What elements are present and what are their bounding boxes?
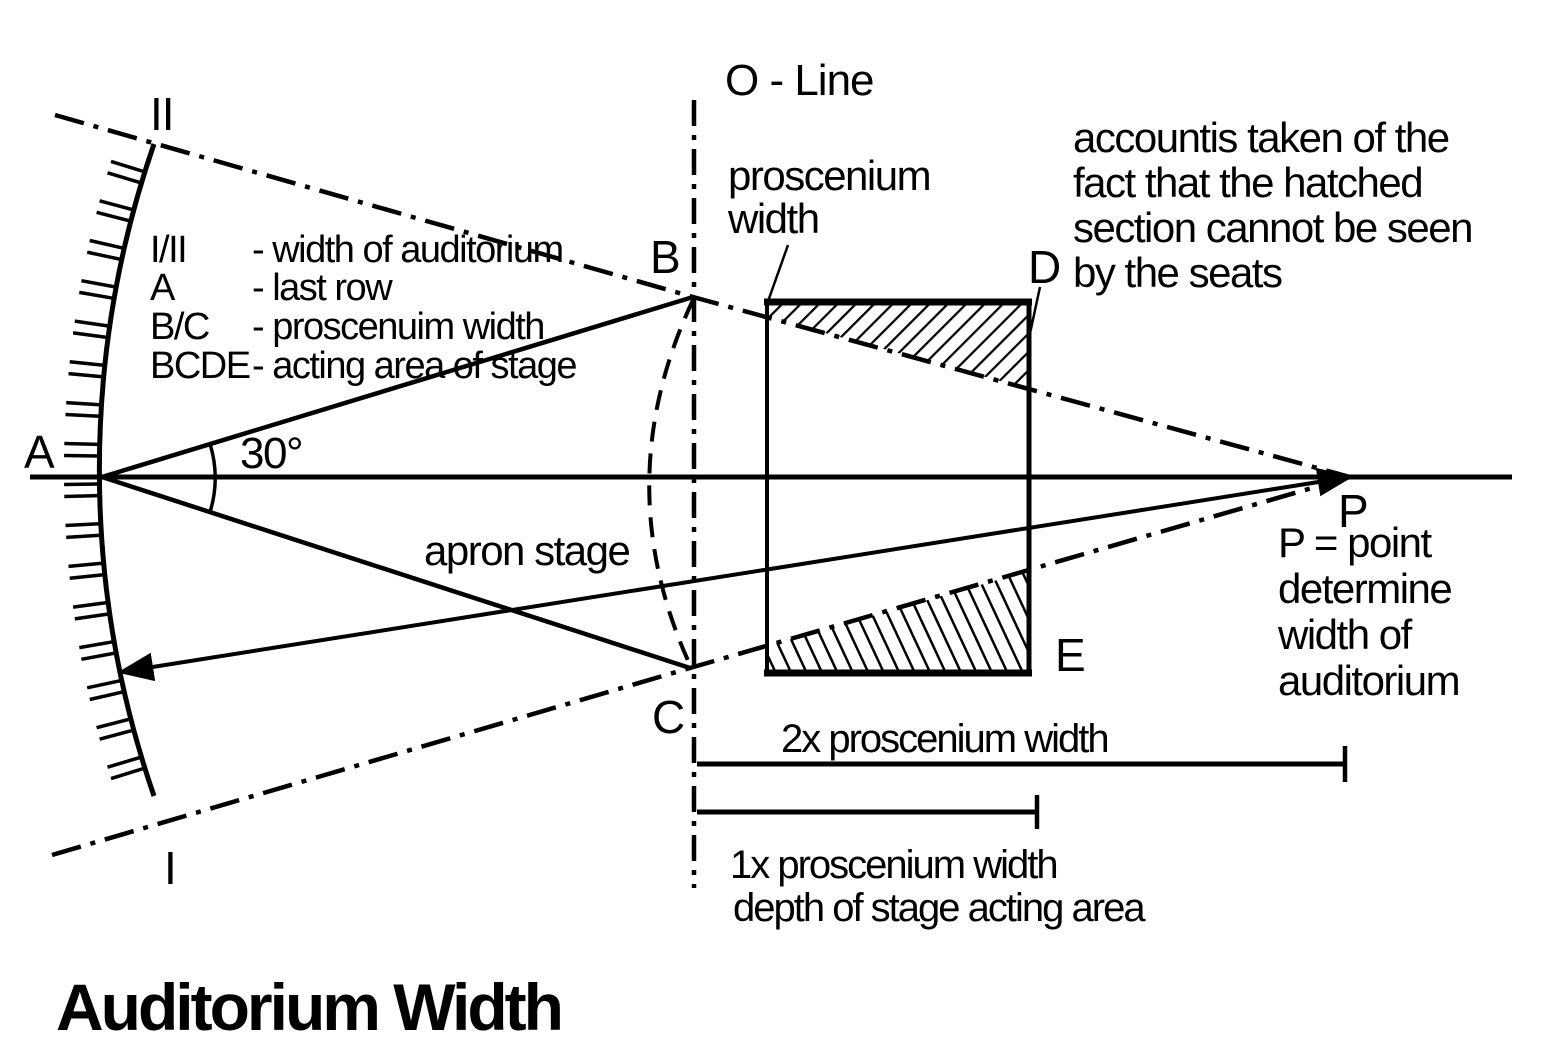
dim-1x-label-line1: 1x proscenium width xyxy=(730,843,1057,887)
legend-desc-2: - last row xyxy=(252,267,393,309)
seat-row-tick xyxy=(68,561,103,569)
seat-row-tick xyxy=(106,171,141,185)
seat-row-tick xyxy=(81,278,116,289)
seat-row-tick xyxy=(64,482,99,487)
seat-row-tick xyxy=(68,371,103,379)
seat-row-tick xyxy=(72,600,108,609)
hatched-unseen-area-top xyxy=(767,305,1029,389)
seat-row-tick xyxy=(89,238,124,250)
seat-row-tick xyxy=(96,210,130,223)
legend-desc-3: - proscenuim width xyxy=(252,306,544,348)
seat-row-tick xyxy=(86,250,121,262)
construction-line-i-c-p xyxy=(51,474,1351,858)
p-note-line4: auditorium xyxy=(1278,657,1459,704)
seat-row-tick xyxy=(99,199,133,212)
seat-row-tick xyxy=(64,493,99,499)
width-determination-arrow xyxy=(117,467,1354,682)
proscenium-width-leader-line xyxy=(764,244,790,308)
last-row-arc xyxy=(96,143,157,797)
hatched-unseen-area-bottom xyxy=(767,571,1029,670)
point-label-i: I xyxy=(164,842,176,894)
proscenium-width-label-line1: proscenium xyxy=(728,152,930,199)
hatch-note-line4: by the seats xyxy=(1073,249,1282,296)
seat-row-tick xyxy=(74,319,109,328)
angle-label-30deg: 30° xyxy=(240,429,302,478)
legend-key-4: BCDE xyxy=(150,345,250,387)
seat-row-tick xyxy=(110,766,145,781)
o-line-label: O - Line xyxy=(725,56,874,105)
seat-row-tick xyxy=(79,290,114,300)
hatch-note-line2: fact that the hatched xyxy=(1073,159,1422,206)
p-note-line3: width of xyxy=(1277,611,1413,658)
seat-row-tick xyxy=(86,678,121,690)
point-label-b: B xyxy=(650,231,680,283)
legend-desc-4: - acting area of stage xyxy=(252,345,576,387)
point-label-e: E xyxy=(1055,629,1085,681)
point-label-d: D xyxy=(1028,241,1060,293)
dim-1x-label-line2: depth of stage acting area xyxy=(733,886,1146,930)
apron-stage-curve xyxy=(647,299,695,666)
diagram-title: Auditorium Width xyxy=(56,970,561,1044)
d-leader-line xyxy=(1027,286,1042,339)
seat-row-tick xyxy=(66,400,101,407)
seat-row-tick xyxy=(69,360,104,368)
seat-row-tick xyxy=(66,533,101,540)
angle-arc-30deg xyxy=(208,443,217,513)
proscenium-width-label-line2: width xyxy=(727,195,819,242)
p-note-line2: determine xyxy=(1278,565,1451,612)
point-label-c: C xyxy=(652,691,684,743)
seat-row-tick xyxy=(99,728,133,741)
seat-row-tick xyxy=(64,441,99,447)
seat-row-tick xyxy=(65,412,100,419)
dim-2x-label: 2x proscenium width xyxy=(781,717,1108,761)
p-note-line1: P = point xyxy=(1278,519,1433,566)
point-label-p: P xyxy=(1338,485,1368,537)
seat-row-tick xyxy=(96,717,130,730)
seat-row-tick xyxy=(65,521,100,528)
hatch-note-line3: section cannot be seen xyxy=(1073,204,1472,251)
point-label-a: A xyxy=(24,426,55,478)
seat-row-tick xyxy=(74,612,109,621)
hatch-note-line1: accountis taken of the xyxy=(1073,114,1449,161)
seat-row-tick xyxy=(89,690,124,702)
seat-row-tick xyxy=(72,331,108,340)
sightline-a-b xyxy=(101,294,694,480)
legend-desc-1: - width of auditorium xyxy=(252,229,563,271)
point-label-ii: II xyxy=(150,88,174,140)
legend-key-3: B/C xyxy=(150,306,209,348)
legend-key-1: I/II xyxy=(150,229,186,271)
seat-row-tick xyxy=(69,572,104,580)
seat-row-ticks xyxy=(64,159,145,781)
seat-row-tick xyxy=(106,755,141,769)
seat-row-tick xyxy=(64,453,99,458)
seat-row-tick xyxy=(79,640,114,650)
seat-row-tick xyxy=(110,159,145,174)
apron-stage-label: apron stage xyxy=(424,527,629,574)
legend-key-2: A xyxy=(150,267,176,309)
seat-row-tick xyxy=(81,651,116,662)
